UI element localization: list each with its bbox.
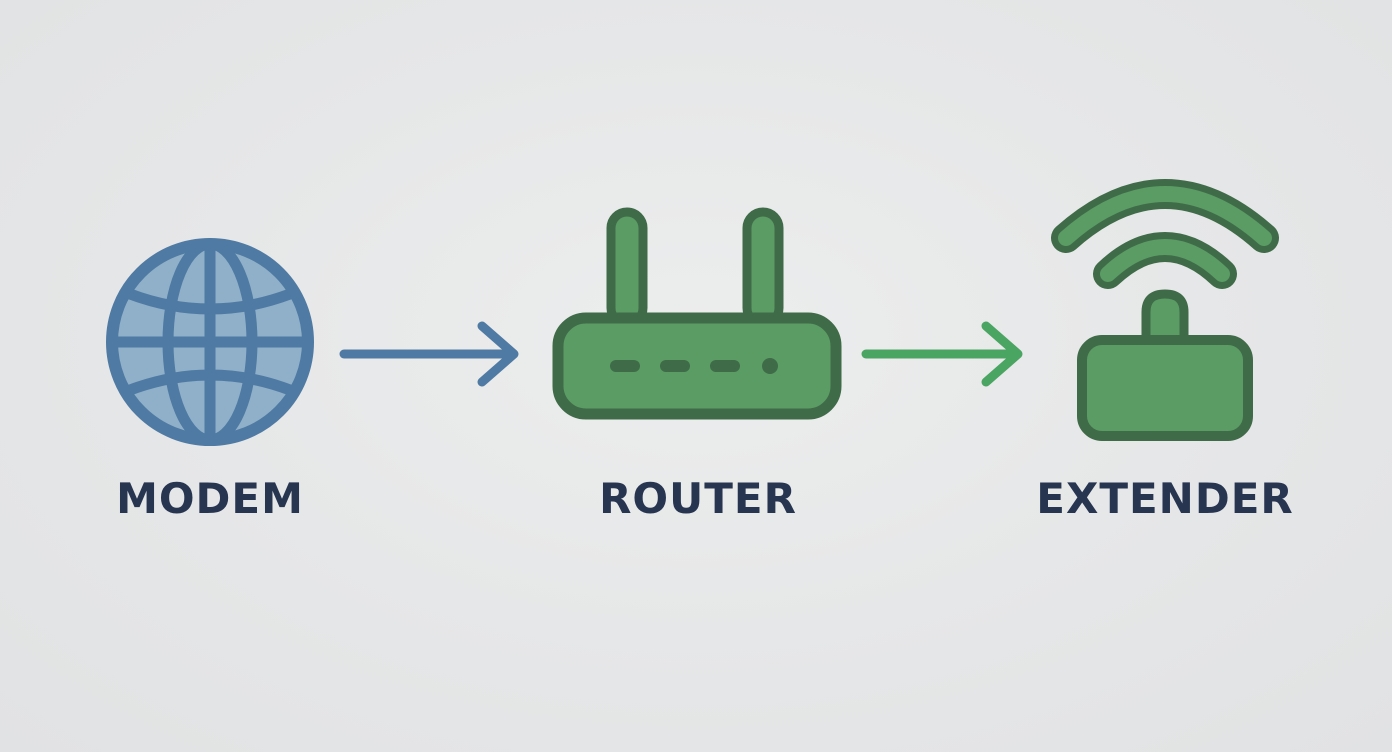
- arrow-modem-to-router: [339, 321, 519, 387]
- globe-icon: [106, 238, 314, 446]
- modem-label: MODEM: [116, 474, 304, 523]
- arrow-router-to-extender: [861, 321, 1023, 387]
- extender-label: EXTENDER: [1036, 474, 1294, 523]
- router-label: ROUTER: [599, 474, 797, 523]
- wifi-extender-icon: [1051, 179, 1279, 441]
- router-icon: [552, 207, 842, 420]
